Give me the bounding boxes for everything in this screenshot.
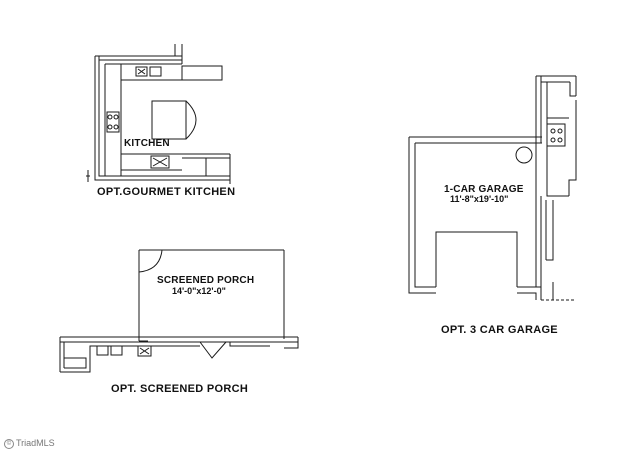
kitchen-room-label: KITCHEN	[124, 138, 170, 149]
porch-room-label: SCREENED PORCH	[157, 275, 255, 286]
watermark: ©TriadMLS	[4, 438, 55, 449]
porch-caption: OPT. SCREENED PORCH	[111, 383, 249, 395]
kitchen-plan	[86, 44, 231, 184]
garage-caption: OPT. 3 CAR GARAGE	[441, 324, 558, 336]
garage-dimensions: 11'-8"x19'-10"	[450, 194, 509, 204]
kitchen-caption: OPT.GOURMET KITCHEN	[97, 186, 236, 198]
garage-room-label: 1-CAR GARAGE	[444, 184, 524, 195]
porch-dimensions: 14'-0"x12'-0"	[172, 286, 226, 296]
garage-plan	[408, 75, 577, 301]
watermark-text: TriadMLS	[16, 438, 55, 448]
copyright-icon: ©	[4, 438, 14, 449]
porch-plan	[59, 249, 299, 373]
